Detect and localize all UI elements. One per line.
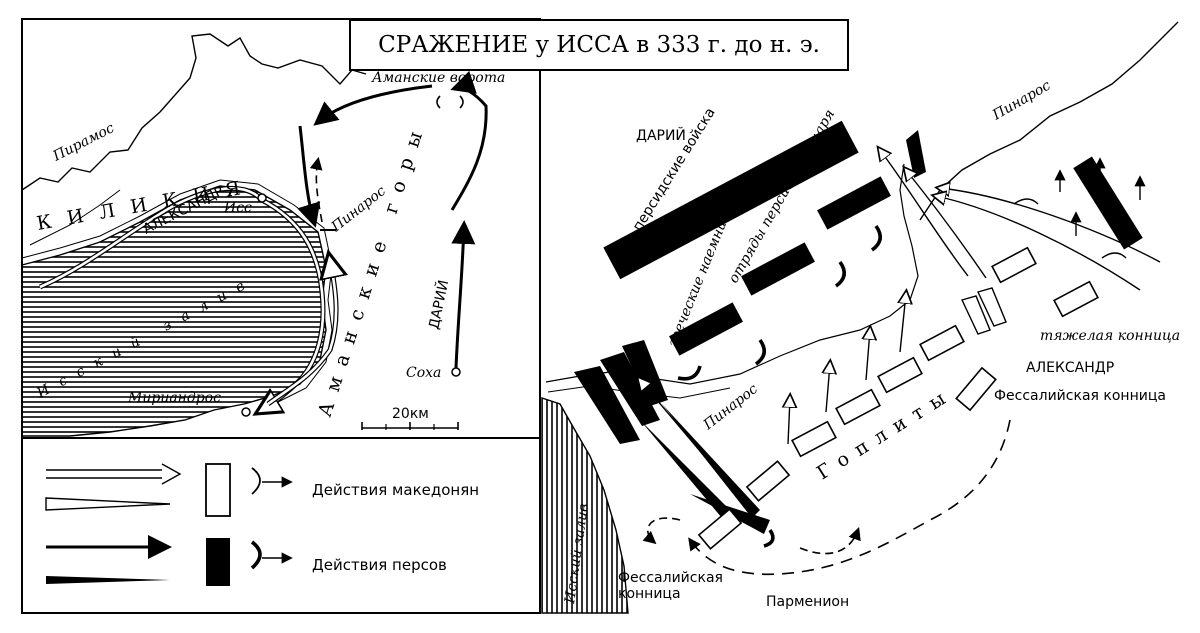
royal-unit-1 — [817, 176, 891, 230]
small-curve-1 — [1013, 198, 1039, 205]
small-curve-2 — [1101, 252, 1127, 259]
battle-map: ДАРИЙ персидские войска отряды персидско… — [541, 21, 1180, 614]
thessalian-block-right — [955, 366, 997, 412]
heavy-cavalry-block-2 — [1053, 280, 1099, 318]
macedonian-sweep-arrow-3 — [880, 150, 969, 277]
alexander-return-inner — [267, 260, 336, 406]
left-wing-arrow — [640, 380, 761, 523]
label-darius-battle: ДАРИЙ — [636, 126, 686, 144]
legend-persians-label: Действия персов — [312, 556, 447, 574]
map-title: СРАЖЕНИЕ у ИССА в 333 г. до н. э. — [378, 32, 820, 58]
amanian-gates-marker — [436, 95, 464, 109]
companion-wedge-2 — [977, 287, 1007, 327]
alexander-route-inner — [39, 187, 261, 289]
macedonian-sweep-arrow-1 — [940, 188, 1161, 263]
greek-mercenaries-unit — [669, 302, 743, 356]
left-wing-block-1 — [745, 460, 791, 502]
macedonian-sweep-arrow-2 — [936, 196, 1141, 291]
hoplite-block-1 — [791, 420, 837, 458]
persian-curve-5 — [763, 529, 775, 548]
hoplite-advance-arrow-3 — [826, 364, 830, 413]
darius-route-west — [313, 84, 433, 126]
sokha-town-marker — [451, 367, 461, 377]
label-hoplites: Гоплиты — [813, 382, 958, 484]
hoplite-advance-arrow-4 — [788, 398, 790, 445]
label-parmenion: Парменион — [766, 594, 849, 610]
scale-label: 20км — [392, 406, 429, 422]
hoplite-block-2 — [835, 388, 881, 426]
label-pinaros-mid: Пинарос — [700, 381, 761, 434]
label-alexander-battle: АЛЕКСАНДР — [1026, 360, 1114, 376]
darius-route-pass — [450, 70, 488, 211]
companion-wedge-1 — [961, 295, 991, 335]
label-amanskie-vorota: Аманские ворота — [371, 70, 505, 86]
scale-bar: 20км — [361, 406, 459, 430]
label-thessalian-right: Фессалийская конница — [994, 388, 1166, 404]
persian-cavalry-wedge-3 — [622, 340, 668, 406]
heavy-cavalry-block-1 — [991, 246, 1037, 284]
label-iss: Исс — [223, 200, 252, 216]
battle-sea — [541, 397, 629, 614]
coastline-north — [21, 33, 367, 191]
legend-persian-symbols — [46, 535, 293, 586]
darius-route-south — [297, 125, 321, 228]
persian-curve-1 — [834, 260, 846, 288]
iss-town-marker — [257, 193, 267, 203]
darius-route-north — [451, 220, 476, 369]
miriandros-town-marker — [241, 407, 251, 417]
label-miriandros: Мириандрос — [127, 390, 221, 406]
legend-macedonians-label: Действия македонян — [312, 481, 479, 499]
battle-coast-north — [919, 21, 1179, 221]
persian-outpost — [906, 130, 926, 178]
persian-left-wing — [1073, 156, 1143, 250]
parmenion-move — [799, 526, 861, 555]
legend-macedonian-symbols — [45, 463, 293, 517]
thessalian-small-move — [642, 517, 681, 545]
persian-curve-4 — [677, 365, 702, 381]
legend: Действия македонян Действия персов — [45, 463, 479, 586]
thessalian-cavalry-route — [688, 419, 1011, 576]
overview-map: Пирамос КИЛИКИЯ АЛЕКСАНДР Исс Пинарос Ис… — [21, 33, 505, 437]
title-box: СРАЖЕНИЕ у ИССА в 333 г. до н. э. — [349, 19, 849, 71]
hoplite-advance-arrow-1 — [900, 294, 906, 353]
persian-cavalry-wedge-1 — [574, 366, 640, 444]
label-thessalian-left-1: Фессалийская — [618, 570, 723, 586]
persian-curve-2 — [870, 224, 882, 252]
label-sokha: Соха — [406, 365, 441, 381]
label-thessalian-left-2: конница — [618, 586, 681, 602]
darius-dashed — [309, 156, 323, 223]
persian-main-line — [603, 120, 859, 280]
royal-unit-2 — [741, 242, 815, 296]
label-pinaros-top: Пинарос — [989, 78, 1053, 124]
persian-cavalry-wedge-2 — [600, 352, 660, 426]
persian-attack-arrow-2 — [662, 404, 760, 518]
macedonian-sweep-arrow-4 — [906, 170, 987, 279]
piramos-river — [29, 189, 121, 246]
persian-curve-3 — [754, 338, 766, 366]
label-piramos: Пирамос — [50, 120, 117, 165]
hoplite-block-4 — [919, 324, 965, 362]
hoplite-block-3 — [877, 356, 923, 394]
hoplite-advance-arrow-2 — [866, 330, 870, 381]
label-heavy-cavalry: тяжелая конница — [1040, 328, 1180, 344]
label-darius-overview: ДАРИЙ — [424, 278, 452, 331]
left-wing-block-2 — [697, 508, 743, 550]
